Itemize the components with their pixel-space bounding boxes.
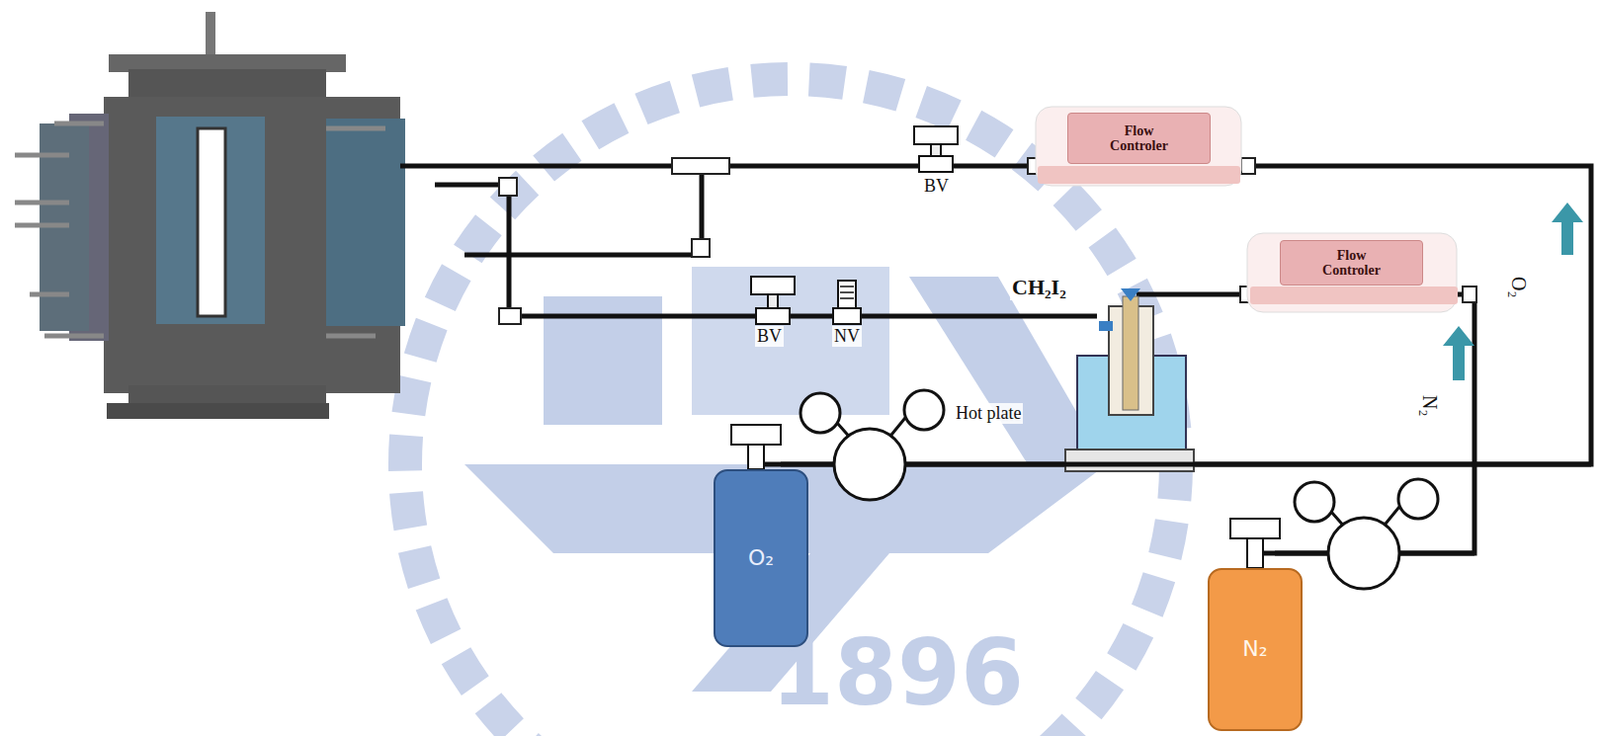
gas-pipes <box>400 166 1251 317</box>
o2-cylinder: O₂ <box>713 469 809 648</box>
ch2i2-bubbler <box>1065 288 1194 472</box>
flow-controller: Flow Controler <box>1067 112 1211 165</box>
node-label: O₂ <box>748 546 774 571</box>
flow-controller: Flow Controler <box>1279 240 1424 286</box>
pipe-fittings <box>499 158 1477 325</box>
node-label: Flow Controler <box>1094 123 1184 155</box>
o2-regulator <box>731 390 1592 501</box>
node-label: Flow Controler <box>1307 248 1397 279</box>
chemical-label: CH₂I₂ <box>1010 274 1069 301</box>
equipment-label: Hot plate <box>953 403 1023 424</box>
valve-label: NV <box>832 326 862 347</box>
n2-cylinder: N₂ <box>1207 568 1303 732</box>
node-label: N₂ <box>1242 637 1267 662</box>
needle-valve <box>833 280 861 325</box>
gas-label: N₂ <box>1418 395 1441 417</box>
ball-valve <box>914 126 958 172</box>
flow-controller-base <box>1035 106 1458 313</box>
ball-valve <box>751 276 795 325</box>
vacuum-chamber <box>14 11 406 420</box>
gas-label: O₂ <box>1507 276 1530 298</box>
valve-label: BV <box>922 175 951 197</box>
flow-arrow <box>1442 202 1584 381</box>
valve-label: BV <box>755 326 784 347</box>
watermark-year: 1896 <box>770 620 1024 727</box>
